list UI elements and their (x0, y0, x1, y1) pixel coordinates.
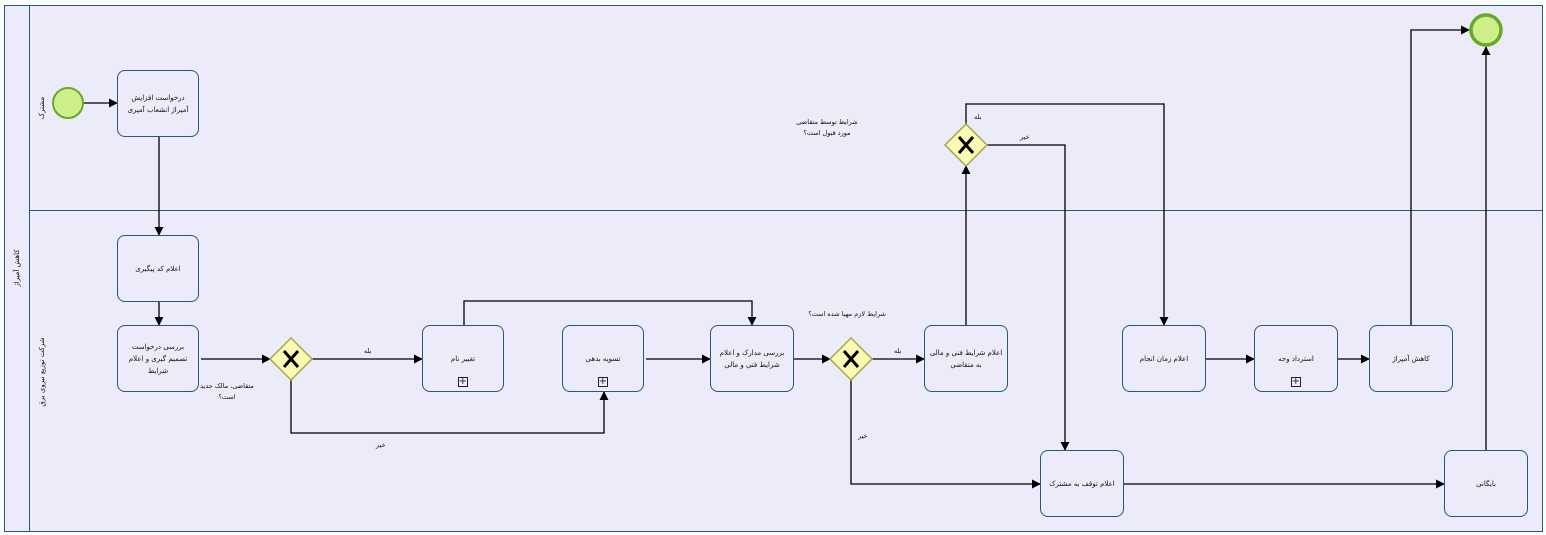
flow-label-g2-yes: بله (894, 347, 902, 355)
task-request[interactable]: درخواست افزایش آمپراژ انشعاب آمپری (117, 70, 199, 137)
task-announce-conditions[interactable]: اعلام شرایط فنی و مالی به متقاضی (924, 325, 1008, 392)
task-tracking-code[interactable]: اعلام کد پیگیری (117, 235, 199, 302)
gateway-new-owner (268, 336, 314, 382)
gateway-conditions-ready-label: شرایط لازم مهیا شده است؟ (808, 310, 886, 318)
task-tracking-code-label: اعلام کد پیگیری (135, 264, 181, 273)
task-archive-label: بایگانی (1476, 479, 1496, 488)
gateway-new-owner-label: متقاضی، مالک جدید است؟ (200, 382, 254, 401)
flow-label-g2-no: خیر (858, 432, 868, 440)
task-debt-settlement-label: تسویه بدهی (585, 354, 621, 363)
gateway-conditions-accepted (943, 122, 989, 168)
task-review-docs[interactable]: بررسی مدارک و اعلام شرایط فنی و مالی (710, 325, 794, 392)
task-review-request-label: بررسی درخواست تصمیم گیری و اعلام شرایط (128, 342, 188, 375)
flow-g1-no (290, 380, 609, 434)
flow-reduce-to-end (1410, 25, 1470, 325)
flow-label-g1-no: خیر (376, 441, 386, 449)
lane-divider (30, 210, 1543, 211)
task-reduce-amperage-label: کاهش آمپراژ (1392, 354, 1430, 363)
flow-g3-yes (965, 103, 1169, 326)
pool (4, 5, 1543, 532)
flow-label-g3-no: خیر (1020, 133, 1030, 141)
task-debt-settlement[interactable]: تسویه بدهی + (562, 325, 644, 392)
subprocess-marker-icon[interactable]: + (1291, 376, 1301, 387)
gateway-conditions-ready (828, 336, 874, 382)
task-name-change[interactable]: تغییر نام + (422, 325, 504, 392)
start-event (52, 87, 84, 119)
flow-g3-no (987, 144, 1070, 451)
subprocess-marker-icon[interactable]: + (598, 376, 608, 387)
flow-name-to-review-docs (463, 300, 757, 326)
flow-label-g1-yes: بله (364, 347, 372, 355)
gateway-conditions-accepted-label: شرایط توسط متقاضی مورد قبول است؟ (796, 118, 858, 137)
flow-g2-no (850, 380, 1041, 489)
task-announce-stop[interactable]: اعلام توقف به مشترک (1040, 450, 1124, 517)
pool-header (4, 5, 30, 532)
task-name-change-label: تغییر نام (450, 354, 476, 363)
task-announce-conditions-label: اعلام شرایط فنی و مالی به متقاضی (929, 348, 1003, 369)
task-refund-label: استرداد وجه (1278, 354, 1314, 363)
task-review-docs-label: بررسی مدارک و اعلام شرایط فنی و مالی (719, 348, 785, 369)
subprocess-marker-icon[interactable]: + (458, 376, 468, 387)
task-refund[interactable]: استرداد وجه + (1254, 325, 1338, 392)
task-reduce-amperage[interactable]: کاهش آمپراژ (1369, 325, 1453, 392)
task-announce-time-label: اعلام زمان انجام (1139, 354, 1189, 363)
task-announce-stop-label: اعلام توقف به مشترک (1049, 479, 1115, 488)
task-announce-time[interactable]: اعلام زمان انجام (1122, 325, 1206, 392)
task-review-request[interactable]: بررسی درخواست تصمیم گیری و اعلام شرایط (117, 325, 199, 392)
flow-label-g3-yes: بله (974, 113, 982, 121)
end-event (1469, 13, 1503, 47)
task-request-label: درخواست افزایش آمپراژ انشعاب آمپری (127, 93, 189, 114)
task-archive[interactable]: بایگانی (1444, 450, 1528, 517)
